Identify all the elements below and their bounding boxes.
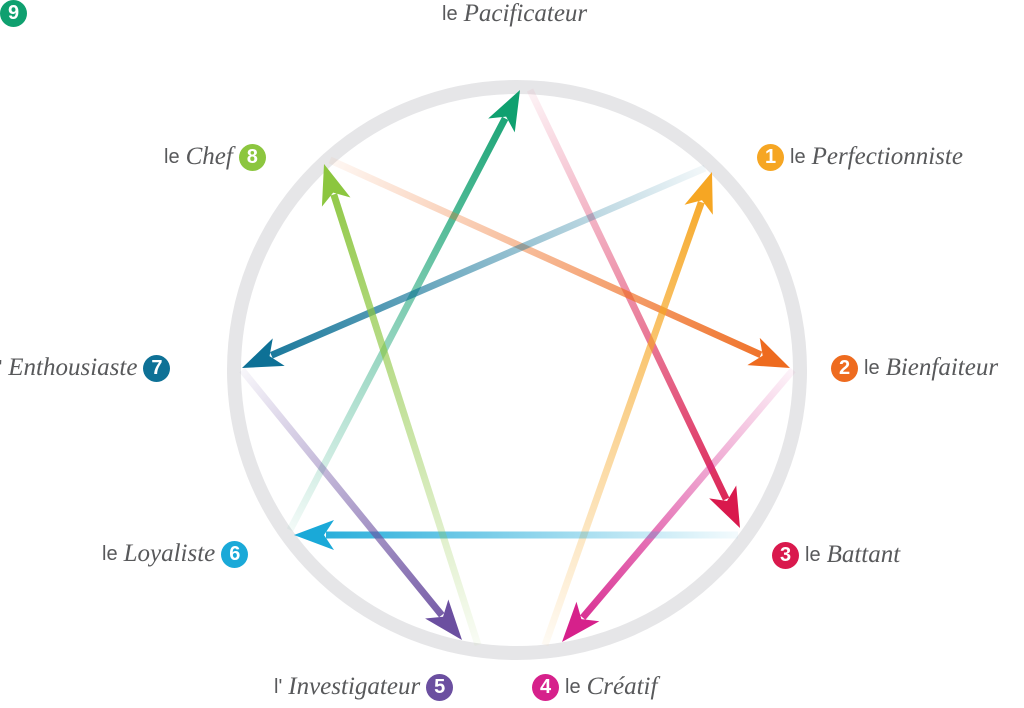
- article: l': [0, 357, 2, 380]
- badge-7: 7: [143, 354, 171, 382]
- type-name: Investigateur: [288, 673, 421, 700]
- article: l': [274, 675, 283, 698]
- badge-1: 1: [757, 143, 784, 171]
- arrowhead-type-9: [488, 90, 520, 133]
- article: le: [790, 145, 806, 168]
- arrow-line-to-type-8: [330, 193, 482, 647]
- type-name: Pacificateur: [463, 0, 588, 27]
- badge-3: 3: [772, 541, 799, 569]
- arrow-line-to-type-5: [239, 367, 445, 618]
- badge-8: 8: [238, 143, 266, 171]
- type-name: Battant: [826, 541, 901, 568]
- arrowhead-type-3: [709, 485, 740, 528]
- article: le: [565, 675, 581, 698]
- arrowhead-type-4: [562, 601, 600, 642]
- article: le: [164, 145, 180, 168]
- article: le: [102, 542, 118, 565]
- badge-9: 9: [0, 0, 27, 27]
- arrow-line-to-type-1: [541, 201, 705, 647]
- article: le: [805, 543, 821, 566]
- badge-5: 5: [426, 673, 454, 701]
- arrowhead-type-6: [294, 520, 334, 550]
- arrow-line-to-type-9: [286, 116, 509, 532]
- outer-circle: [227, 80, 807, 660]
- badge-6: 6: [221, 540, 249, 568]
- arrowhead-type-1: [684, 172, 713, 215]
- type-name: Loyaliste: [123, 540, 216, 567]
- arrow-line-to-type-2: [328, 156, 763, 359]
- badge-4: 4: [532, 673, 559, 701]
- arrowhead-type-8: [321, 164, 351, 207]
- type-name: Bienfaiteur: [885, 354, 999, 381]
- type-name: Perfectionniste: [811, 143, 963, 170]
- arrowhead-type-7: [242, 338, 285, 368]
- arrowhead-type-2: [747, 337, 790, 368]
- arrow-line-to-type-4: [580, 367, 796, 620]
- badge-2: 2: [831, 354, 858, 382]
- type-name: Créatif: [586, 673, 658, 700]
- type-name: Chef: [185, 143, 233, 170]
- article: le: [864, 356, 880, 379]
- arrowhead-type-5: [425, 599, 462, 640]
- article: le: [442, 2, 458, 25]
- arrow-line-to-type-7: [269, 164, 707, 359]
- type-name: Enthousiaste: [8, 354, 138, 381]
